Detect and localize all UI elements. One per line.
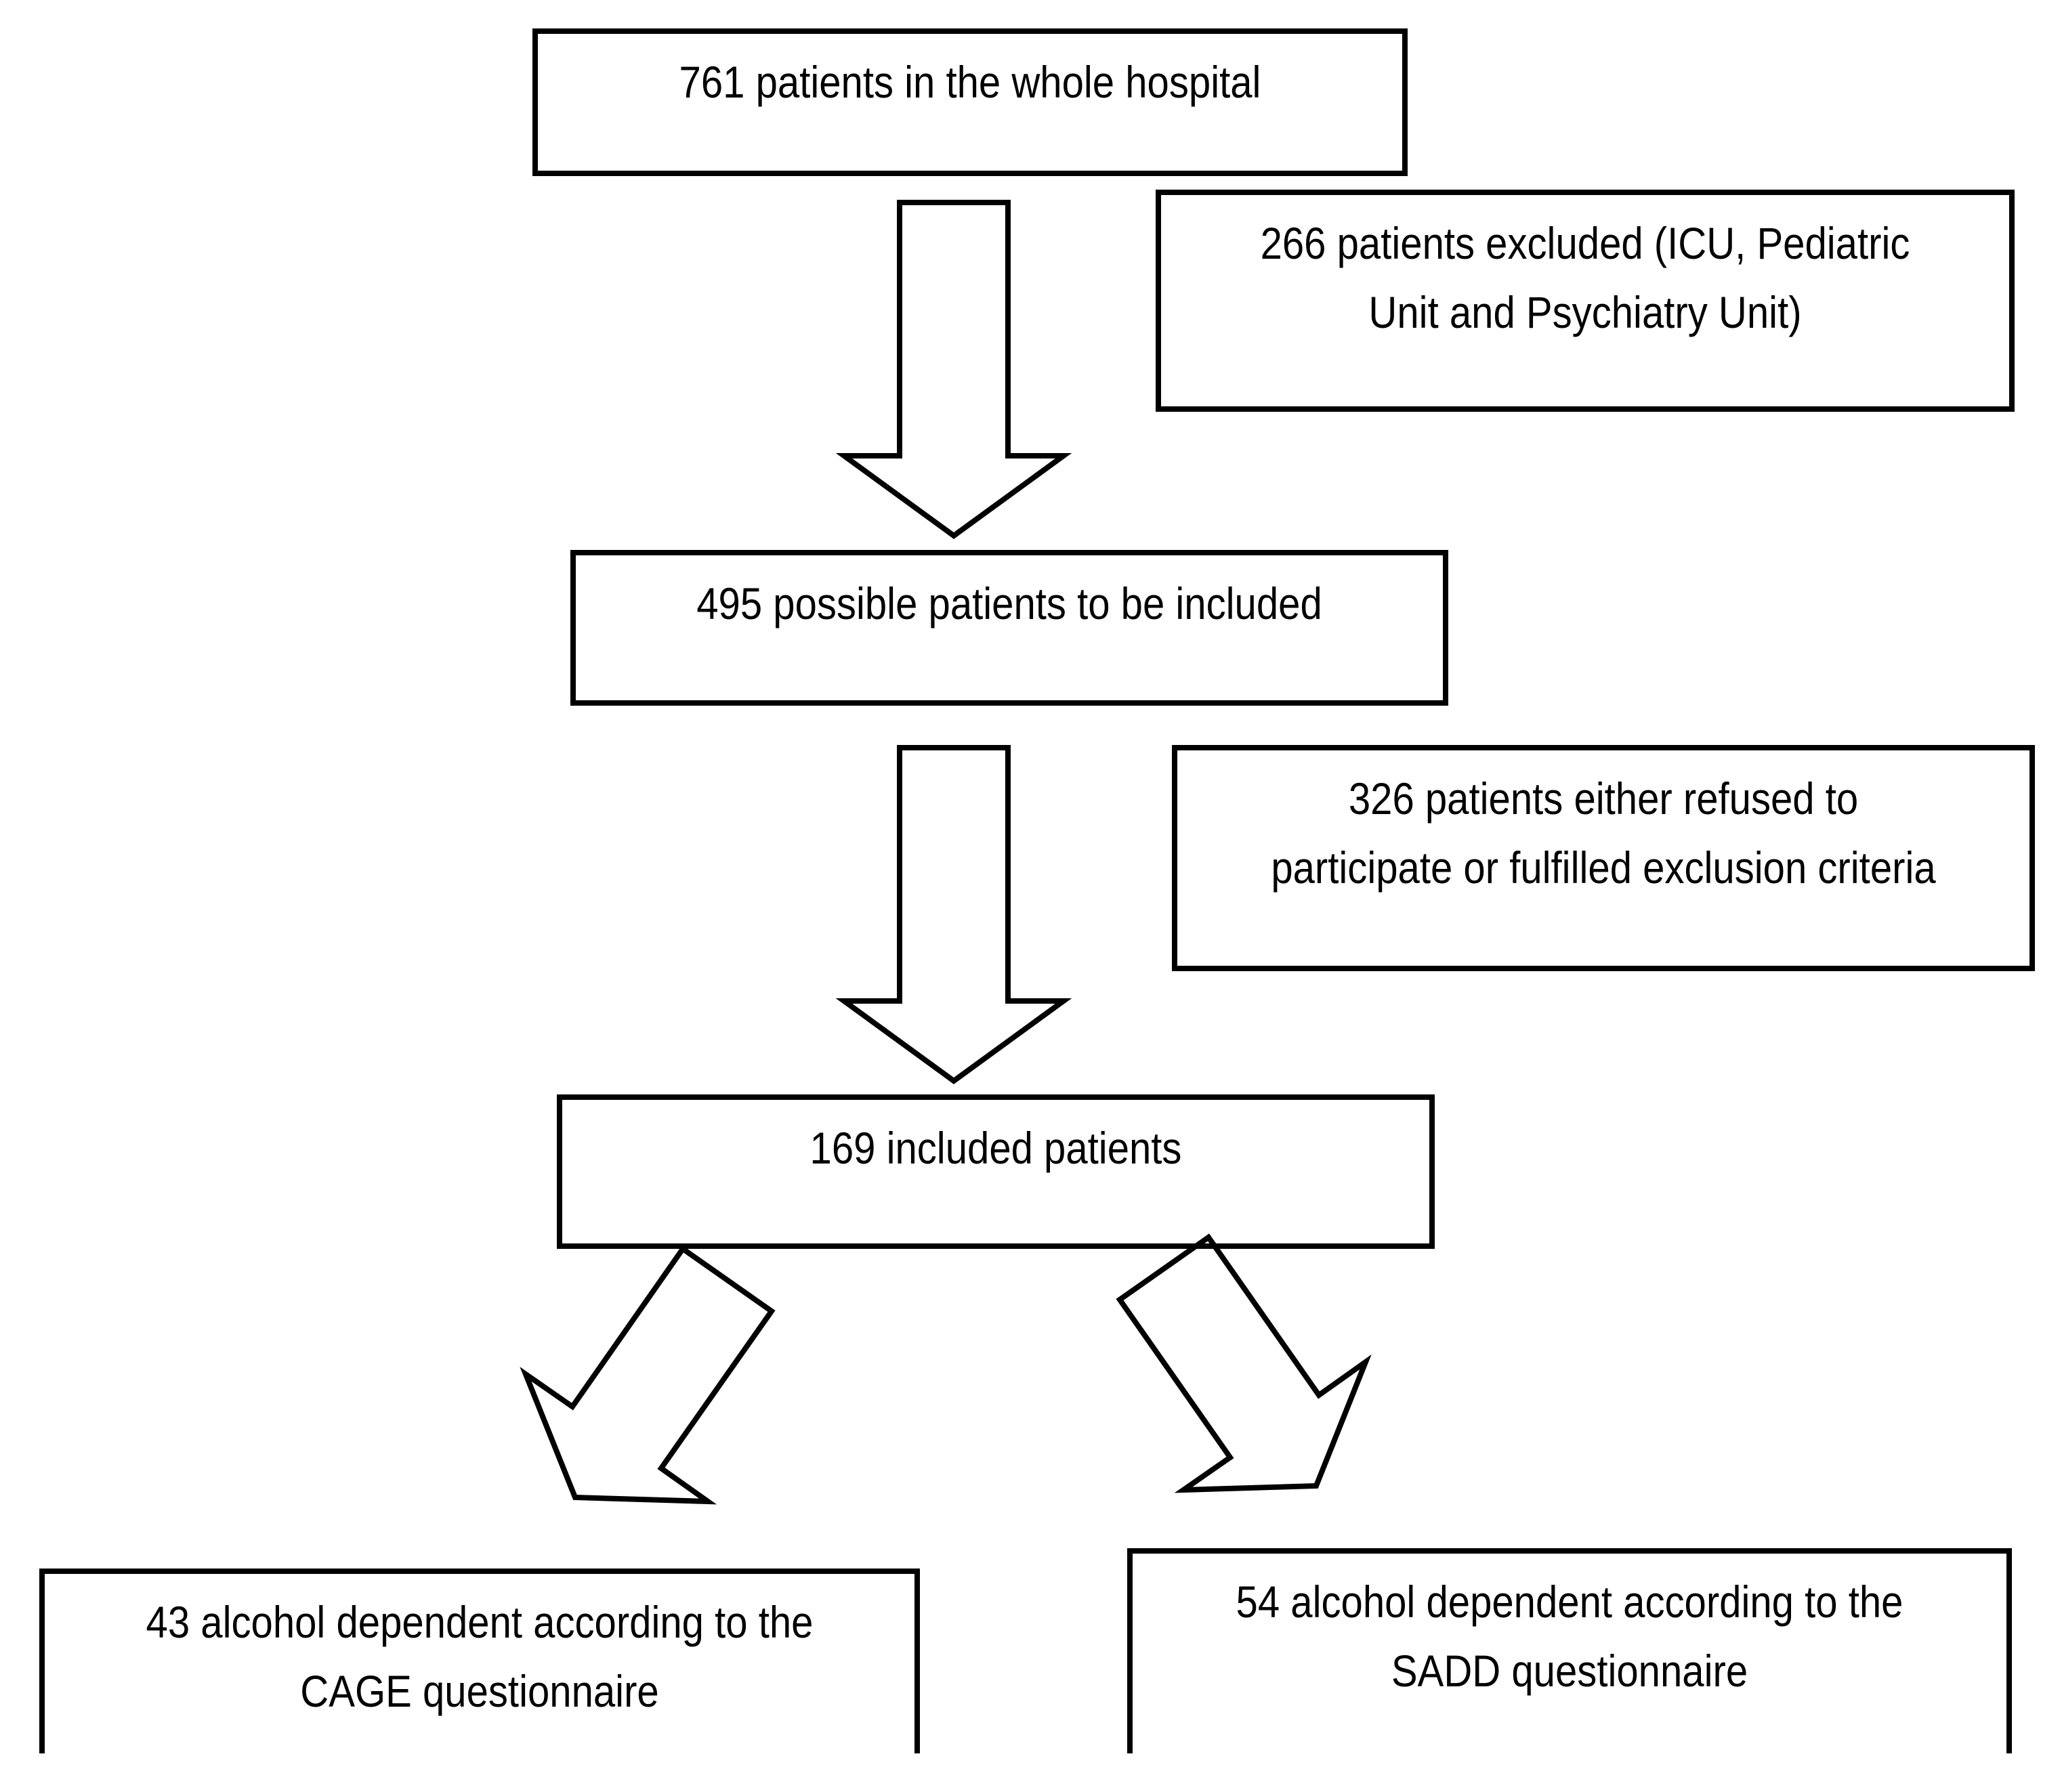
down-arrow-icon xyxy=(835,745,1072,1084)
flow-box-excluded-text-line1: 266 patients excluded (ICU, Pediatric xyxy=(1260,218,1910,268)
flow-box-possible-text: 495 possible patients to be included xyxy=(696,578,1322,628)
flow-box-included: 169 included patients xyxy=(557,1094,1435,1249)
flow-box-sadd-text-line2: SADD questionnaire xyxy=(1391,1646,1748,1696)
flow-box-hospital: 761 patients in the whole hospital xyxy=(532,28,1408,176)
flow-box-refused-text-line1: 326 patients either refused to xyxy=(1348,773,1859,824)
flow-box-cage-text-line1: 43 alcohol dependent according to the xyxy=(146,1597,814,1647)
flow-box-refused-text-line2: participate or fulfilled exclusion crite… xyxy=(1271,842,1936,893)
flow-box-hospital-text: 761 patients in the whole hospital xyxy=(679,57,1261,107)
flow-box-excluded: 266 patients excluded (ICU, Pediatric Un… xyxy=(1156,190,2015,412)
flow-box-excluded-text-line2: Unit and Psychiatry Unit) xyxy=(1368,287,1802,337)
flow-box-cage: 43 alcohol dependent according to the CA… xyxy=(39,1569,920,1753)
flow-box-sadd-text-line1: 54 alcohol dependent according to the xyxy=(1236,1577,1903,1627)
down-right-arrow-icon xyxy=(1116,1233,1372,1493)
flow-box-possible: 495 possible patients to be included xyxy=(570,550,1448,706)
down-left-arrow-icon xyxy=(520,1245,776,1505)
down-arrow-icon xyxy=(835,200,1072,539)
flow-box-refused: 326 patients either refused to participa… xyxy=(1172,745,2035,971)
flow-box-sadd: 54 alcohol dependent according to the SA… xyxy=(1127,1548,2012,1753)
flow-box-included-text: 169 included patients xyxy=(809,1123,1182,1173)
flow-box-cage-text-line2: CAGE questionnaire xyxy=(300,1666,659,1716)
